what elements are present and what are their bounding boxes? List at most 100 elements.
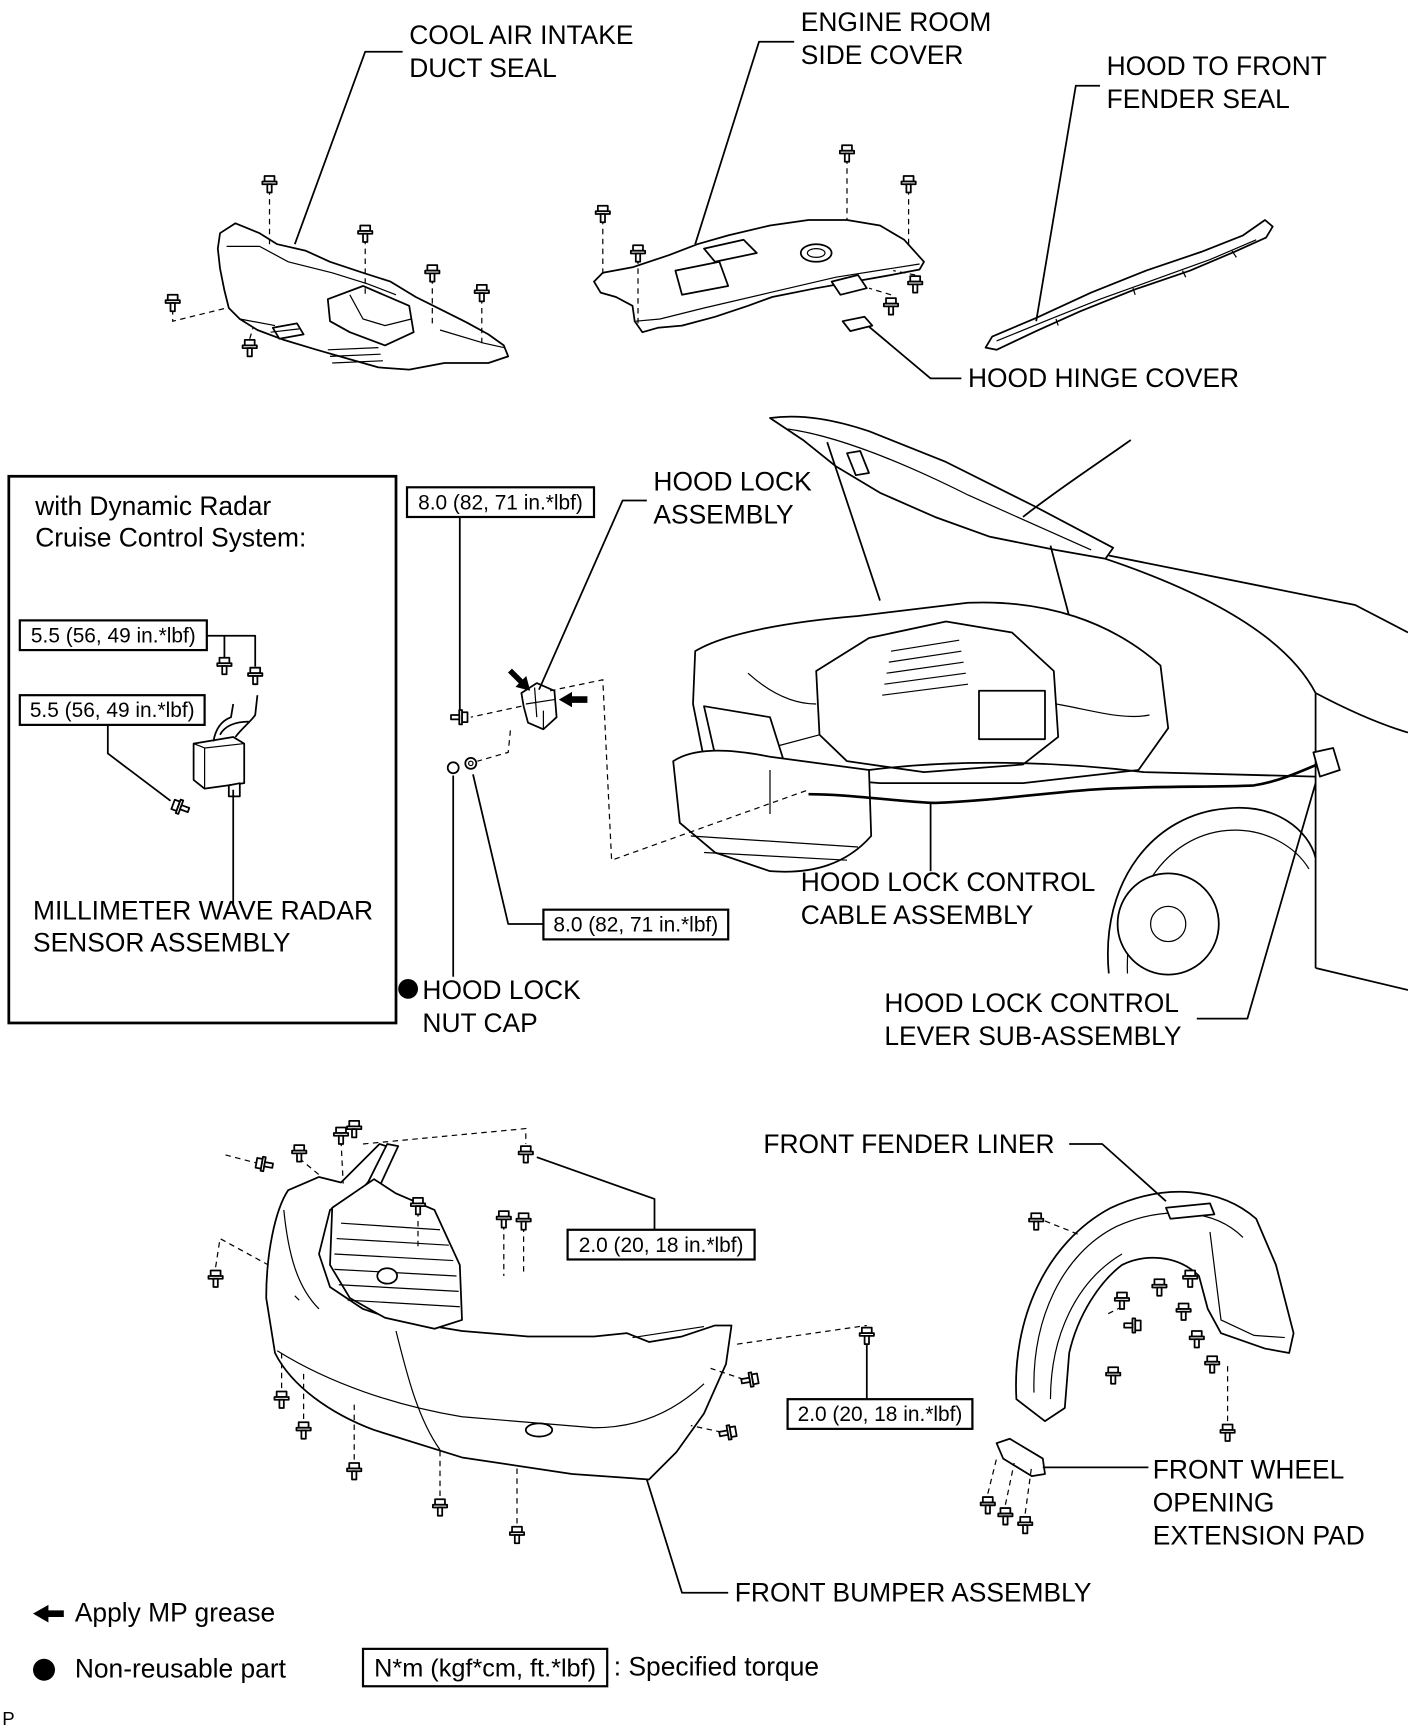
bolt-flange <box>332 1132 350 1137</box>
label-duct-seal-line-2: DUCT SEAL <box>409 53 557 83</box>
label-radar-sensor-line-2: SENSOR ASSEMBLY <box>33 927 291 957</box>
bolt <box>473 284 490 303</box>
side-cover-raised <box>703 238 758 263</box>
front-wheel <box>1116 872 1220 976</box>
bolt-shank <box>1224 1431 1231 1442</box>
bolt-flange <box>346 1125 363 1131</box>
bolt-flange <box>174 798 185 815</box>
bolt-flange <box>517 1150 534 1156</box>
inset-torque-lower: 5.5 (56, 49 in.*lbf) <box>30 699 195 722</box>
label-side-cover-line-1: ENGINE ROOM <box>801 7 991 37</box>
bumper-lower-line <box>276 1350 705 1429</box>
bumper-corner-line <box>283 1209 320 1310</box>
guide-line <box>172 307 227 322</box>
radar-bracket-left <box>212 703 235 742</box>
wheel-arch <box>1106 806 1317 974</box>
bolt-flange <box>629 249 647 255</box>
engine-room-side-cover <box>593 219 925 334</box>
engine-cover-ribs <box>882 639 969 696</box>
fender-liner-body <box>1015 1191 1295 1423</box>
bolt-shank <box>1110 1374 1117 1385</box>
label-cable-line-1: HOOD LOCK CONTROL <box>801 867 1096 897</box>
label-cable-line-2: CABLE ASSEMBLY <box>801 900 1034 930</box>
leader-line <box>694 40 795 245</box>
bolt-shank <box>266 183 273 194</box>
hood-hinge-cover <box>841 315 874 332</box>
bolt-flange <box>424 269 441 275</box>
bolt-flange <box>838 149 856 155</box>
bolt <box>1188 1330 1205 1349</box>
bolt <box>261 175 278 194</box>
guide-line <box>690 1424 722 1433</box>
wheel-hub <box>1149 905 1187 943</box>
bolt-shank <box>1123 1322 1134 1329</box>
bumper-side-line <box>395 1325 705 1451</box>
bolt <box>346 1119 363 1139</box>
leader-line <box>1196 782 1317 1020</box>
hood-lock-torque-upper: 8.0 (82, 71 in.*lbf) <box>418 491 583 514</box>
leader-line <box>645 1479 729 1594</box>
bolt <box>247 666 264 686</box>
bolt <box>517 1145 534 1164</box>
hood-to-front-fender-seal <box>984 219 1274 351</box>
label-extension-pad-line-3: EXTENSION PAD <box>1153 1520 1365 1550</box>
bolt-flange <box>259 1155 267 1173</box>
fog-lamp-opening <box>524 1422 554 1438</box>
bolt-flange <box>1151 1283 1168 1289</box>
bolt-shank <box>500 1218 507 1229</box>
bolt-shank <box>212 1277 219 1288</box>
fender-liner-rear-flap <box>1209 1231 1285 1339</box>
leader-lines <box>106 40 1317 1594</box>
bolt-flange <box>900 180 917 186</box>
guide-line <box>470 705 522 718</box>
bolt <box>1151 1278 1168 1297</box>
bolt-flange <box>1182 1275 1199 1280</box>
bolt-flange <box>241 344 258 350</box>
inset-title-line-2: Cruise Control System: <box>35 523 306 553</box>
bolt-flange <box>1113 1297 1131 1302</box>
label-nut-cap-line-1: HOOD LOCK <box>422 975 581 1005</box>
label-extension-pad-line-1: FRONT WHEEL <box>1153 1454 1344 1484</box>
side-cover-body <box>593 219 925 334</box>
radar-sensor-body <box>192 736 246 790</box>
leader-line <box>472 774 544 925</box>
duct-seal-louvers <box>270 328 383 364</box>
bolt-shank <box>221 665 228 676</box>
grease-arrow-icon <box>33 1604 64 1623</box>
hood-lock-control-lever <box>1312 747 1341 778</box>
bolt-shank <box>1193 1338 1200 1349</box>
bolt-shank <box>362 232 369 243</box>
bolt-shank <box>1118 1299 1126 1310</box>
label-radar-sensor-line-1: MILLIMETER WAVE RADAR <box>33 896 373 926</box>
bolt-shank <box>887 305 895 316</box>
side-cover-edge <box>635 263 920 322</box>
bolt-flange <box>1105 1371 1122 1377</box>
bolt-flange <box>515 1217 532 1223</box>
bolt <box>409 1196 427 1216</box>
fender-liner-inner-arch-2 <box>1049 1253 1123 1400</box>
bolt-shank <box>278 1398 285 1409</box>
bolt-shank <box>436 1506 444 1517</box>
radar-bracket-flange <box>219 720 249 736</box>
windshield-edge <box>1022 439 1408 634</box>
legend-torque-units: N*m (kgf*cm, ft.*lbf) <box>374 1654 596 1682</box>
bolt-flange <box>997 1512 1014 1518</box>
bolt-shank <box>599 213 606 224</box>
duct-seal-ridge <box>349 294 412 327</box>
bolt <box>858 1326 875 1346</box>
bumper-torque-lower: 2.0 (20, 18 in.*lbf) <box>798 1403 963 1426</box>
inset-torque-upper-box <box>18 619 208 652</box>
guide-line <box>736 1324 867 1345</box>
bolt-flange <box>261 180 278 186</box>
duct-seal-raised-section <box>326 285 415 347</box>
page-code: P <box>2 1708 14 1729</box>
bolt <box>254 1155 274 1173</box>
bolt <box>273 1390 290 1409</box>
bolt-shank <box>984 1504 991 1515</box>
hood-lock-detail <box>525 687 555 730</box>
legend-torque-box <box>361 1647 609 1688</box>
bolt <box>357 224 374 243</box>
bolt-flange <box>495 1215 512 1221</box>
bolt-shank <box>246 347 253 358</box>
bolt-shank <box>296 1152 303 1163</box>
